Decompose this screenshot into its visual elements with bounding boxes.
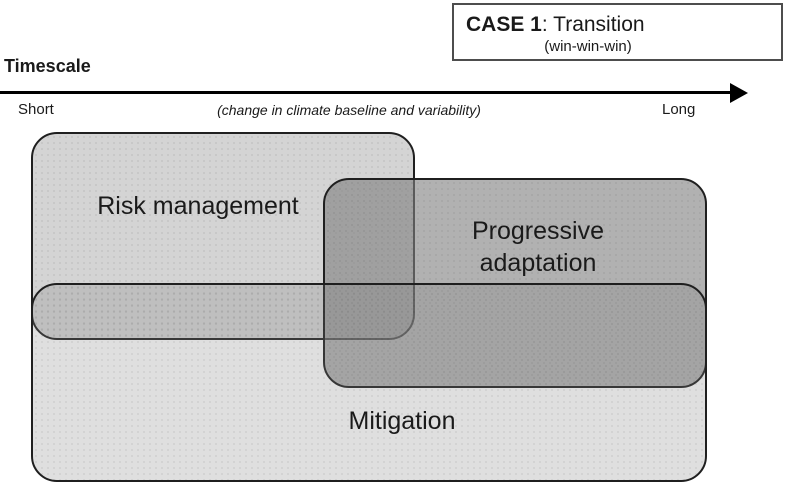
mitigation-label: Mitigation bbox=[348, 407, 456, 435]
progressive-adaptation-label: Progressive adaptation bbox=[472, 217, 604, 277]
case-subtitle: (win-win-win) bbox=[544, 38, 632, 55]
axis-note: (change in climate baseline and variabil… bbox=[217, 102, 481, 118]
long-label: Long bbox=[662, 101, 696, 118]
case-title-bold: CASE 1 bbox=[466, 13, 542, 36]
risk-management-label: Risk management bbox=[97, 192, 299, 220]
mitigation-box bbox=[31, 283, 707, 482]
case-box: CASE 1: Transition (win-win-win) bbox=[452, 3, 783, 61]
timescale-arrow-line bbox=[0, 91, 732, 94]
short-label: Short bbox=[18, 101, 54, 118]
case-title: CASE 1: Transition bbox=[466, 14, 645, 36]
arrowhead-icon bbox=[730, 83, 748, 103]
case-title-rest: : Transition bbox=[541, 13, 645, 36]
timescale-label: Timescale bbox=[4, 56, 91, 76]
